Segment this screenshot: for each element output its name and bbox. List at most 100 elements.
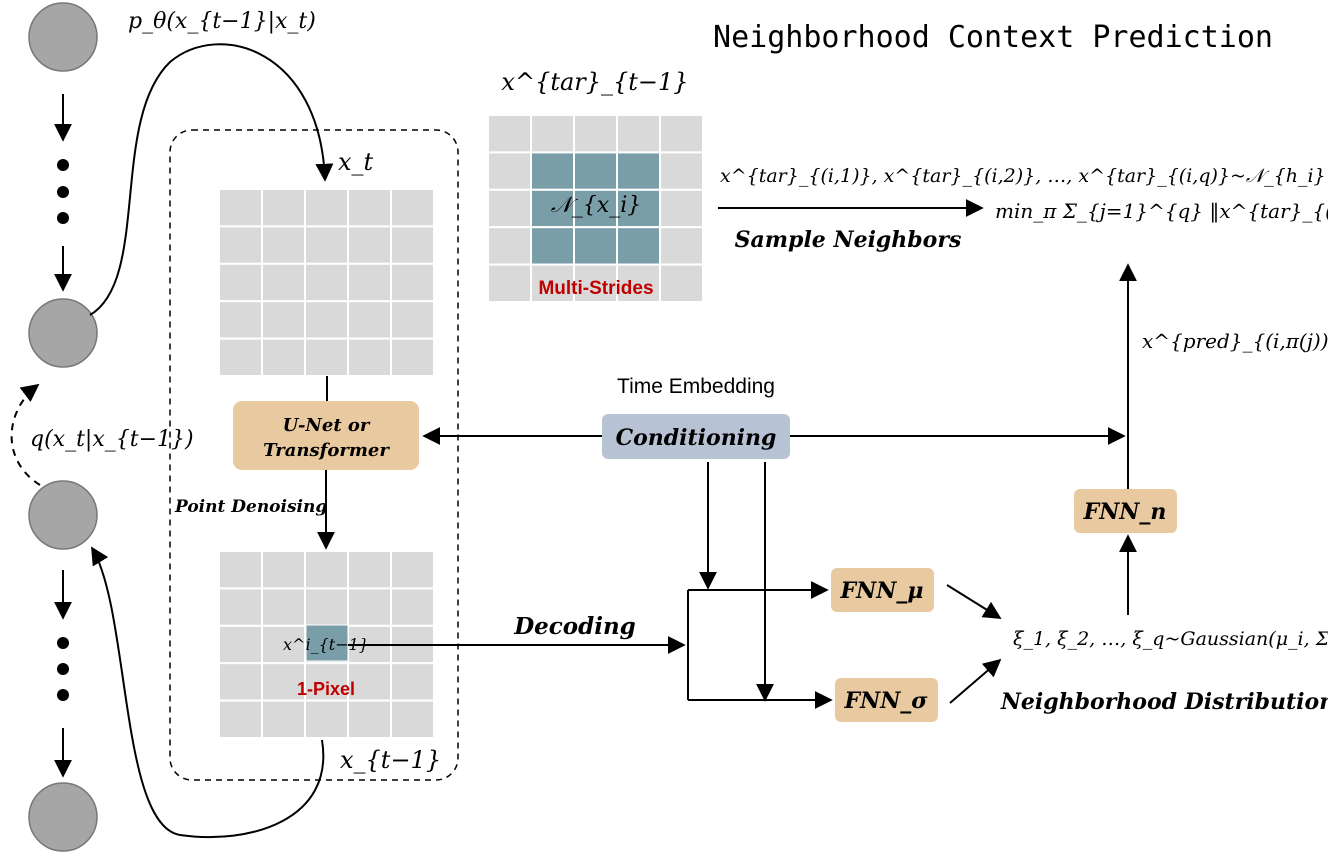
- grid-cell: [390, 699, 435, 739]
- neighborhood-cell: [616, 151, 661, 191]
- chain-dot: [57, 186, 69, 198]
- fnn-sigma-label: FNN_σ: [843, 688, 928, 714]
- grid-cell: [218, 337, 263, 378]
- decoding-label: Decoding: [513, 613, 636, 640]
- grid-cell: [390, 188, 435, 228]
- reverse-process-arrow: [89, 43, 334, 316]
- grid-cell: [347, 550, 392, 590]
- grid-cell: [304, 550, 349, 590]
- neighborhood-cell: [573, 226, 618, 266]
- mu-to-distribution-arrow: [946, 584, 1002, 619]
- denoised-grid-xt-1: [218, 550, 435, 739]
- grid-xt-label: x_t: [338, 148, 374, 176]
- highlighted-pixel: [305, 624, 349, 662]
- sample-neighbors-formula: x^{tar}_{(i,1)}, x^{tar}_{(i,2)}, …, x^{…: [720, 165, 1326, 187]
- forward-process-arrow: [10, 383, 41, 486]
- grid-cell: [261, 188, 306, 228]
- grid-cell: [304, 587, 349, 627]
- grid-cell: [487, 263, 532, 304]
- chain-dot: [57, 159, 69, 171]
- grid-cell: [659, 151, 704, 191]
- fnn-n-box: [1074, 489, 1177, 533]
- grid-cell: [530, 263, 575, 304]
- grid-cell: [573, 263, 618, 304]
- grid-cell: [390, 225, 435, 265]
- pred-label: x^{pred}_{(i,π(j))}: [1142, 329, 1328, 353]
- neighborhood-cell: [573, 188, 618, 229]
- matching-loss-formula: min_π Σ_{j=1}^{q} ‖x^{tar}_{(i,j)} − x^{…: [995, 199, 1328, 224]
- grid-cell: [347, 225, 392, 265]
- grid-cell: [304, 188, 349, 228]
- grid-cell: [659, 263, 704, 304]
- grid-cell: [218, 188, 263, 228]
- noisy-grid-xt: [218, 188, 435, 378]
- grid-cell: [347, 587, 392, 627]
- reverse-process-label: p_θ(x_{t−1}|x_t): [128, 9, 316, 34]
- grid-cell: [347, 699, 392, 739]
- target-grid-label: x^{tar}_{t−1}: [501, 68, 688, 96]
- unet-label-line1: U-Net or: [283, 415, 371, 436]
- grid-cell: [390, 550, 435, 590]
- grid-cell: [347, 300, 392, 340]
- distribution-formula: ξ_1, ξ_2, …, ξ_q~Gaussian(μ_i, Σ_i): [1013, 628, 1328, 650]
- neighborhood-cell: [616, 226, 661, 266]
- grid-cell: [261, 337, 306, 378]
- distribution-label: Neighborhood Distribution: [1000, 689, 1328, 715]
- conditioning-label: Conditioning: [616, 425, 777, 451]
- fnn-mu-box: [831, 568, 934, 612]
- grid-cell: [390, 262, 435, 303]
- grid-cell: [390, 300, 435, 340]
- denoising-container: [169, 129, 459, 781]
- chain-dot: [57, 637, 69, 649]
- grid-cell: [530, 114, 575, 154]
- grid-cell: [218, 624, 263, 665]
- grid-cell: [304, 262, 349, 303]
- grid-cell: [218, 262, 263, 303]
- grid-cell: [573, 114, 618, 154]
- sigma-to-distribution-arrow: [949, 658, 1002, 704]
- chain-dot: [57, 663, 69, 675]
- grid-cell: [487, 151, 532, 191]
- grid-cell: [304, 300, 349, 340]
- neighborhood-cell: [530, 151, 575, 191]
- grid-cell: [487, 188, 532, 229]
- grid-cell: [347, 188, 392, 228]
- pixel-label: x^i_{t−1}: [283, 635, 369, 654]
- grid-cell: [261, 662, 306, 702]
- grid-cell: [218, 300, 263, 340]
- grid-cell: [347, 337, 392, 378]
- grid-cell: [218, 662, 263, 702]
- grid-cell: [659, 114, 704, 154]
- forward-process-label: q(x_t|x_{t−1}): [30, 427, 194, 452]
- grid-cell: [261, 699, 306, 739]
- fnn-sigma-box: [835, 678, 938, 722]
- grid-cell: [659, 188, 704, 229]
- grid-cell: [261, 550, 306, 590]
- grid-cell: [304, 699, 349, 739]
- grid-cell: [390, 662, 435, 702]
- chain-node-bottom: [28, 782, 98, 852]
- time-embedding-label: Time Embedding: [617, 375, 775, 398]
- grid-cell: [347, 662, 392, 702]
- chain-dot: [57, 212, 69, 224]
- grid-cell: [261, 225, 306, 265]
- unet-transformer-box: [233, 401, 419, 470]
- neighborhood-cell: [573, 151, 618, 191]
- chain-node-top: [28, 2, 98, 72]
- fnn-mu-label: FNN_μ: [840, 578, 924, 604]
- sample-neighbors-label: Sample Neighbors: [735, 227, 962, 253]
- conditioning-box: [602, 414, 790, 459]
- grid-cell: [659, 226, 704, 266]
- grid-cell: [218, 550, 263, 590]
- one-pixel-caption: 1-Pixel: [297, 679, 355, 699]
- grid-cell: [390, 337, 435, 378]
- grid-cell: [261, 262, 306, 303]
- grid-cell: [218, 225, 263, 265]
- grid-cell: [261, 300, 306, 340]
- grid-cell: [218, 699, 263, 739]
- neighborhood-symbol: 𝒩_{x_i}: [551, 193, 642, 218]
- grid-xt-1-label: x_{t−1}: [340, 746, 441, 774]
- grid-cell: [261, 587, 306, 627]
